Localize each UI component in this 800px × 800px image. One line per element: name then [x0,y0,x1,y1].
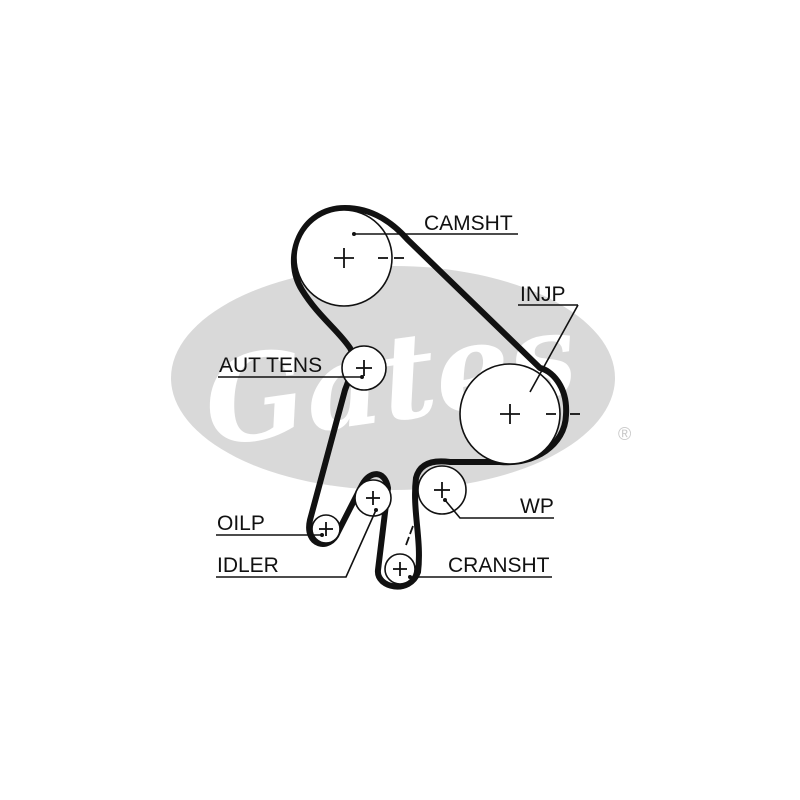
auto-tensioner-label: AUT TENS [219,354,322,377]
idler-leader [216,509,377,578]
oil-pump-pulley [311,514,341,544]
water-pump-pulley [417,465,467,515]
injection-pump-leader [529,304,579,393]
camshaft-label: CAMSHT [424,212,513,235]
injection-pump-pulley [459,363,580,465]
water-pump-label: WP [520,495,554,518]
registered-mark: ® [618,424,631,444]
water-pump-leader-dot [443,498,447,502]
idler-label: IDLER [217,554,279,577]
timing-belt [290,205,570,590]
leader-lines [216,232,579,579]
crankshaft-leader-dot [408,575,412,579]
water-pump-leader [444,499,554,519]
oil-pump-leader-dot [320,533,324,537]
idler-leader-dot [374,508,378,512]
auto-tensioner-leader-dot [360,375,364,379]
oil-pump-label: OILP [217,512,265,535]
crankshaft-label: CRANSHT [448,554,550,577]
injection-pump-label: INJP [520,283,566,306]
camshaft-leader-dot [352,232,356,236]
crankshaft-pulley [384,525,416,585]
idler-pulley [354,479,392,517]
auto-tensioner-pulley [341,345,387,391]
